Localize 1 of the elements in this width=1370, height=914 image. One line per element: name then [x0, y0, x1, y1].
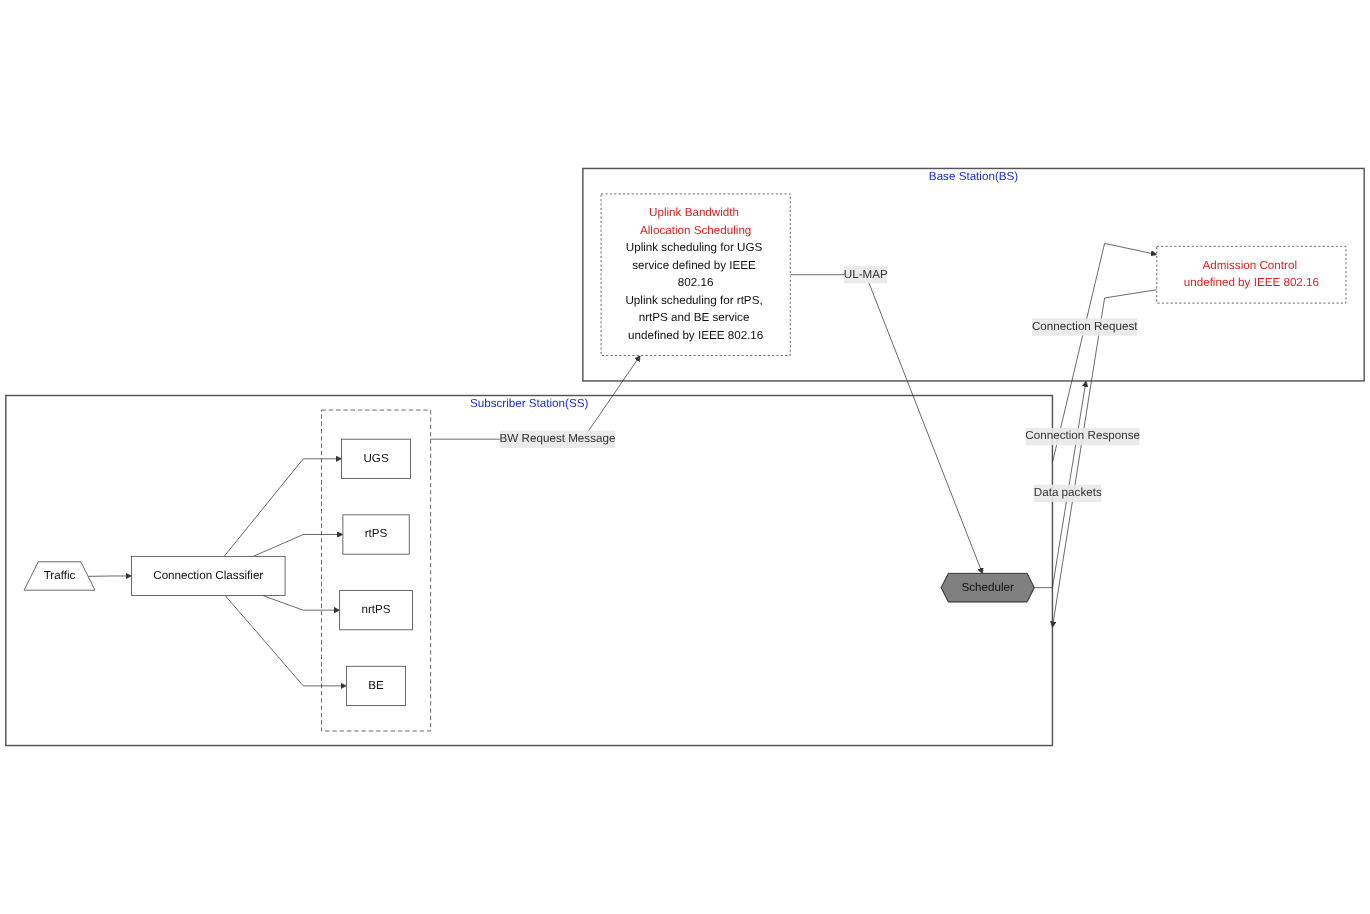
- cluster: [321, 409, 431, 732]
